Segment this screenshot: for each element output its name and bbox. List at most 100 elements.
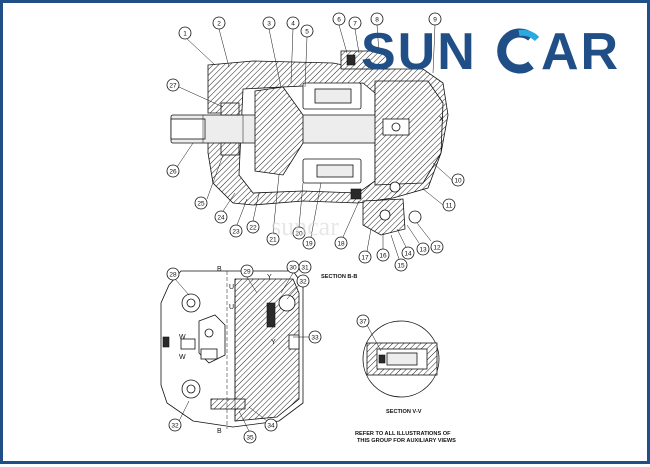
callout-26: 26 <box>166 142 194 178</box>
callout-8: 8 <box>370 12 384 54</box>
callout-18: 18 <box>334 200 360 250</box>
callout-17: 17 <box>358 228 372 264</box>
section-vv-drawing <box>362 320 440 398</box>
svg-text:W: W <box>179 354 186 361</box>
callout-16: 16 <box>376 233 390 262</box>
callout-35: 35 <box>238 410 257 444</box>
callout-14: 14 <box>396 228 415 260</box>
callout-28: 28 <box>166 267 190 296</box>
callout-29: 29 <box>240 264 258 294</box>
logo-text-sun: SUN <box>361 23 477 77</box>
svg-text:3: 3 <box>267 21 271 28</box>
end-view-callouts: 28 29 30 31 32 33 32 34 35 <box>166 260 322 444</box>
svg-text:22: 22 <box>249 225 257 232</box>
callout-23: 23 <box>229 198 248 238</box>
section-bb-drawing: X <box>170 50 449 236</box>
svg-text:11: 11 <box>446 203 453 210</box>
callout-5: 5 <box>300 24 314 88</box>
callout-20: 20 <box>292 182 306 240</box>
svg-text:C: C <box>361 21 362 22</box>
end-view-drawing <box>160 270 304 429</box>
section-vv-caption: SECTION V-V <box>386 409 422 415</box>
end-view-letters: B B U U Y Y W W <box>179 266 276 435</box>
callout-34: 34 <box>248 406 278 432</box>
svg-text:15: 15 <box>397 263 405 270</box>
callout-2: 2 <box>212 16 230 68</box>
callout-32-bottom: 32 <box>168 400 190 432</box>
callout-1: 1 <box>178 26 216 66</box>
callout-11: 11 <box>422 188 456 212</box>
note-line-2: THIS GROUP FOR AUXILIARY VIEWS <box>357 438 456 444</box>
pump-cross-section-diagram: X 1 2 3 4 5 6 7 8 9 10 11 12 13 14 15 16… <box>160 12 465 444</box>
svg-text:12: 12 <box>433 245 441 252</box>
section-bb-callouts: 1 2 3 4 5 6 7 8 9 10 11 12 13 14 15 16 1… <box>166 12 465 272</box>
svg-text:21: 21 <box>269 237 277 244</box>
callout-19: 19 <box>302 182 322 250</box>
svg-text:28: 28 <box>169 272 177 279</box>
callout-32-top: 32 <box>286 274 310 300</box>
callout-4: 4 <box>286 16 300 84</box>
callout-13: 13 <box>406 224 430 256</box>
callout-22: 22 <box>246 192 260 234</box>
svg-text:35: 35 <box>246 435 254 442</box>
svg-text:27: 27 <box>169 83 177 90</box>
svg-text:4: 4 <box>291 21 295 28</box>
callout-10: 10 <box>432 162 465 187</box>
svg-text:32: 32 <box>299 279 307 286</box>
svg-text:Y: Y <box>267 274 272 281</box>
svg-text:17: 17 <box>361 255 369 262</box>
svg-text:W: W <box>179 334 186 341</box>
svg-text:2: 2 <box>217 21 221 28</box>
callout-7: 7 <box>348 16 362 54</box>
callout-37: 37 <box>356 314 382 352</box>
svg-text:14: 14 <box>404 251 412 258</box>
callout-9: 9 <box>428 12 442 74</box>
svg-text:24: 24 <box>217 215 225 222</box>
svg-text:25: 25 <box>197 201 205 208</box>
watermark-text: suncar <box>271 212 339 241</box>
callout-24: 24 <box>214 192 236 224</box>
callout-31: 31 <box>298 260 312 274</box>
svg-text:23: 23 <box>232 229 240 236</box>
svg-text:16: 16 <box>379 253 387 260</box>
callout-3: 3 <box>262 16 282 88</box>
section-vv-callouts: 37 <box>356 314 382 352</box>
svg-text:30: 30 <box>289 265 297 272</box>
callout-12: 12 <box>416 222 444 254</box>
svg-text:U: U <box>229 284 234 291</box>
svg-text:10: 10 <box>454 178 462 185</box>
callout-15: 15 <box>390 234 408 272</box>
svg-text:B: B <box>217 266 222 273</box>
svg-text:31: 31 <box>301 265 309 272</box>
port-x-label: X <box>439 116 444 123</box>
svg-text:5: 5 <box>305 29 309 36</box>
svg-text:33: 33 <box>311 335 319 342</box>
callout-27: 27 <box>166 78 224 108</box>
svg-text:B: B <box>217 428 222 435</box>
logo-text-ar: AR <box>541 23 620 77</box>
svg-text:6: 6 <box>337 17 341 24</box>
svg-text:9: 9 <box>433 17 437 24</box>
svg-text:20: 20 <box>295 231 303 238</box>
svg-text:19: 19 <box>305 241 313 248</box>
svg-text:7: 7 <box>353 21 357 28</box>
suncar-logo: SUN C AR <box>361 21 620 77</box>
svg-text:8: 8 <box>375 17 379 24</box>
callout-25: 25 <box>194 154 224 210</box>
svg-text:1: 1 <box>183 31 187 38</box>
section-bb-caption: SECTION B-B <box>321 274 357 280</box>
svg-text:37: 37 <box>359 319 367 326</box>
svg-text:18: 18 <box>337 241 345 248</box>
svg-text:Y: Y <box>271 339 276 346</box>
logo-c-mark: C <box>361 21 540 74</box>
callout-33: 33 <box>293 330 322 344</box>
svg-text:U: U <box>229 304 234 311</box>
svg-text:13: 13 <box>419 247 427 254</box>
callout-21: 21 <box>266 174 280 246</box>
svg-text:29: 29 <box>243 269 251 276</box>
callout-6: 6 <box>332 12 348 54</box>
note-line-1: REFER TO ALL ILLUSTRATIONS OF <box>355 431 451 437</box>
svg-text:32: 32 <box>171 423 179 430</box>
svg-text:26: 26 <box>169 169 177 176</box>
